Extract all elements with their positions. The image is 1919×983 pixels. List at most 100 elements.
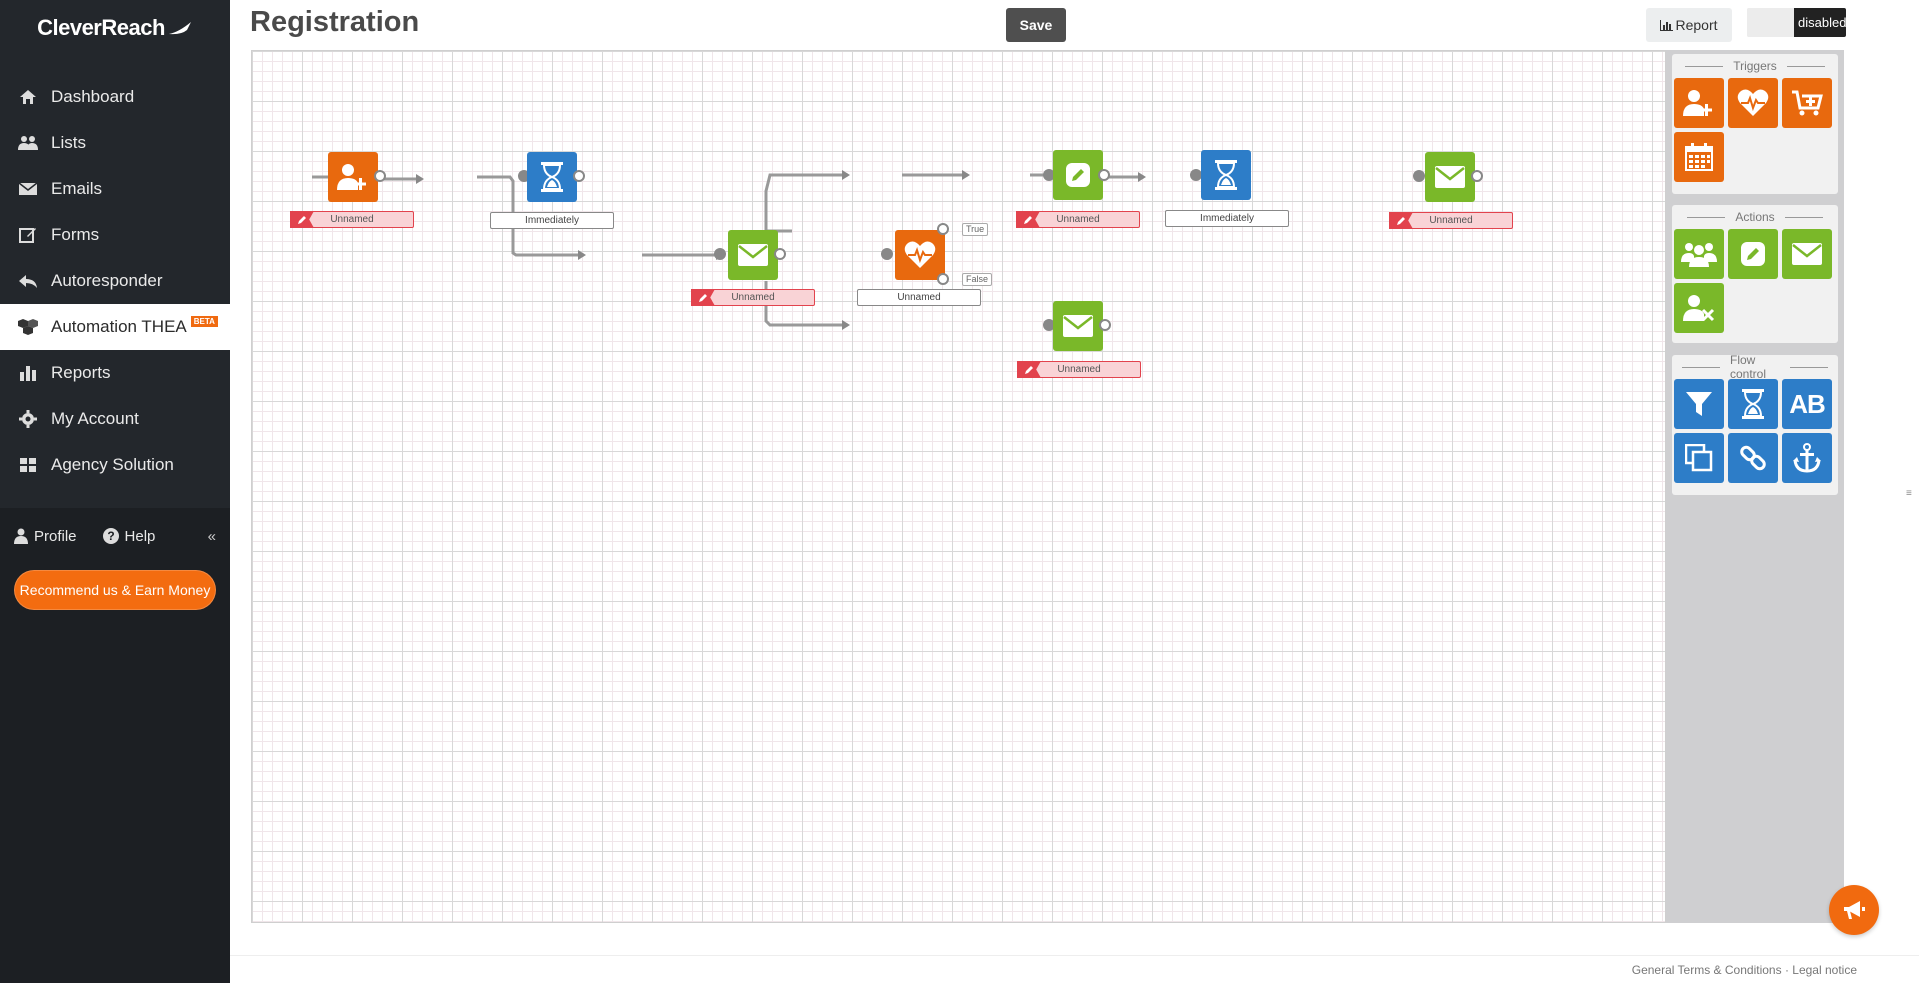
home-icon (17, 86, 39, 108)
pencil-icon (290, 211, 314, 228)
help-label: Help (124, 527, 156, 545)
input-port[interactable] (1413, 170, 1425, 182)
hourglass-icon (541, 162, 563, 192)
node-label[interactable]: Unnamed (1017, 361, 1141, 378)
pencil-icon (1066, 163, 1090, 187)
announcement-button[interactable] (1829, 885, 1879, 935)
nav-item-automation[interactable]: Automation THEA BETA (0, 304, 230, 350)
logo[interactable]: CleverReach (0, 8, 230, 48)
tool-ab-test[interactable]: AB (1782, 379, 1832, 429)
output-port[interactable] (374, 170, 386, 182)
tool-group[interactable] (1674, 229, 1724, 279)
pencil-icon (1389, 212, 1413, 229)
output-port-false[interactable] (937, 273, 949, 285)
toggle-knob (1747, 8, 1797, 37)
nav-item-forms[interactable]: Forms (0, 212, 230, 258)
profile-link[interactable]: Profile (14, 528, 77, 545)
node-label[interactable]: Unnamed (1016, 211, 1140, 228)
node-label-text: Unnamed (1056, 214, 1100, 225)
input-port[interactable] (881, 248, 893, 260)
automation-canvas[interactable]: Unnamed Immediately Unnamed True False U… (251, 50, 1666, 923)
profile-label: Profile (34, 527, 77, 545)
recommend-button[interactable]: Recommend us & Earn Money (14, 570, 216, 610)
save-button[interactable]: Save (1006, 8, 1066, 42)
tool-cart-add[interactable] (1782, 78, 1832, 128)
flow-node-email[interactable] (1425, 152, 1475, 202)
tool-user-add[interactable] (1674, 78, 1724, 128)
nav-label: Reports (51, 363, 111, 382)
nav-label: Forms (51, 225, 100, 244)
flow-node-edit[interactable] (1053, 150, 1103, 200)
copy-icon (1685, 444, 1713, 472)
nav-label: Dashboard (51, 87, 135, 106)
tool-hourglass[interactable] (1728, 379, 1778, 429)
envelope-icon (1792, 243, 1822, 265)
flow-node-condition[interactable] (895, 230, 945, 280)
footer-separator: · (1784, 963, 1789, 977)
tool-anchor[interactable] (1782, 433, 1832, 483)
nav-label: Agency Solution (51, 455, 174, 474)
nav-label: Lists (51, 133, 86, 152)
output-port[interactable] (774, 248, 786, 260)
nav-item-dashboard[interactable]: Dashboard (0, 74, 230, 120)
logo-text: CleverReach (37, 15, 165, 40)
nav-item-emails[interactable]: Emails (0, 166, 230, 212)
terms-link[interactable]: General Terms & Conditions (1631, 963, 1782, 977)
flow-node-email[interactable] (1053, 301, 1103, 351)
node-label[interactable]: Unnamed (1389, 212, 1513, 229)
nav-item-reports[interactable]: Reports (0, 350, 230, 396)
node-label[interactable]: Immediately (490, 212, 614, 229)
user-add-icon (337, 164, 366, 190)
output-port[interactable] (1098, 169, 1110, 181)
nav-item-my-account[interactable]: My Account (0, 396, 230, 442)
triggers-title: Triggers (1672, 54, 1838, 78)
node-label[interactable]: Unnamed (691, 289, 815, 306)
scrollbar-handle[interactable]: ≡ (1906, 488, 1912, 499)
branch-true-label: True (962, 223, 989, 236)
collapse-sidebar-button[interactable]: « (207, 527, 216, 545)
node-label[interactable]: Unnamed (857, 289, 981, 306)
flow-node-trigger[interactable] (328, 152, 378, 202)
grid-icon (17, 454, 39, 476)
node-label[interactable]: Unnamed (290, 211, 414, 228)
page-title: Registration (250, 6, 420, 38)
actions-title: Actions (1672, 205, 1838, 229)
pencil-icon (1016, 211, 1040, 228)
branch-false-label: False (962, 273, 993, 286)
tool-pencil[interactable] (1728, 229, 1778, 279)
tool-heartbeat[interactable] (1728, 78, 1778, 128)
tool-envelope[interactable] (1782, 229, 1832, 279)
nav-item-autoresponder[interactable]: Autoresponder (0, 258, 230, 304)
edit-icon (17, 224, 39, 246)
heartbeat-icon (904, 241, 936, 268)
link-icon (1740, 445, 1766, 471)
nav-item-lists[interactable]: Lists (0, 120, 230, 166)
output-port[interactable] (573, 170, 585, 182)
input-port[interactable] (714, 248, 726, 260)
user-add-icon (1683, 90, 1712, 116)
report-button[interactable]: Report (1646, 8, 1732, 42)
output-port[interactable] (1471, 170, 1483, 182)
sidebar-util: Profile ? Help « (0, 508, 230, 564)
activation-toggle[interactable]: disabled (1747, 8, 1846, 37)
flow-node-email[interactable] (728, 230, 778, 280)
help-link[interactable]: ? Help (102, 527, 156, 545)
tool-link[interactable] (1728, 433, 1778, 483)
tool-filter[interactable] (1674, 379, 1724, 429)
tool-copy[interactable] (1674, 433, 1724, 483)
output-port[interactable] (1099, 319, 1111, 331)
tool-calendar[interactable] (1674, 132, 1724, 182)
nav-item-agency[interactable]: Agency Solution (0, 442, 230, 488)
node-label[interactable]: Immediately (1165, 210, 1289, 227)
output-port-true[interactable] (937, 223, 949, 235)
pencil-icon (1741, 242, 1765, 266)
footer-divider (230, 955, 1919, 956)
hourglass-icon (1215, 160, 1237, 190)
flow-node-wait[interactable] (1201, 150, 1251, 200)
tool-user-remove[interactable] (1674, 283, 1724, 333)
flow-node-wait[interactable] (527, 152, 577, 202)
flow-control-title: Flow control (1672, 353, 1838, 381)
legal-notice-link[interactable]: Legal notice (1792, 963, 1857, 977)
node-label-text: Unnamed (731, 292, 775, 303)
